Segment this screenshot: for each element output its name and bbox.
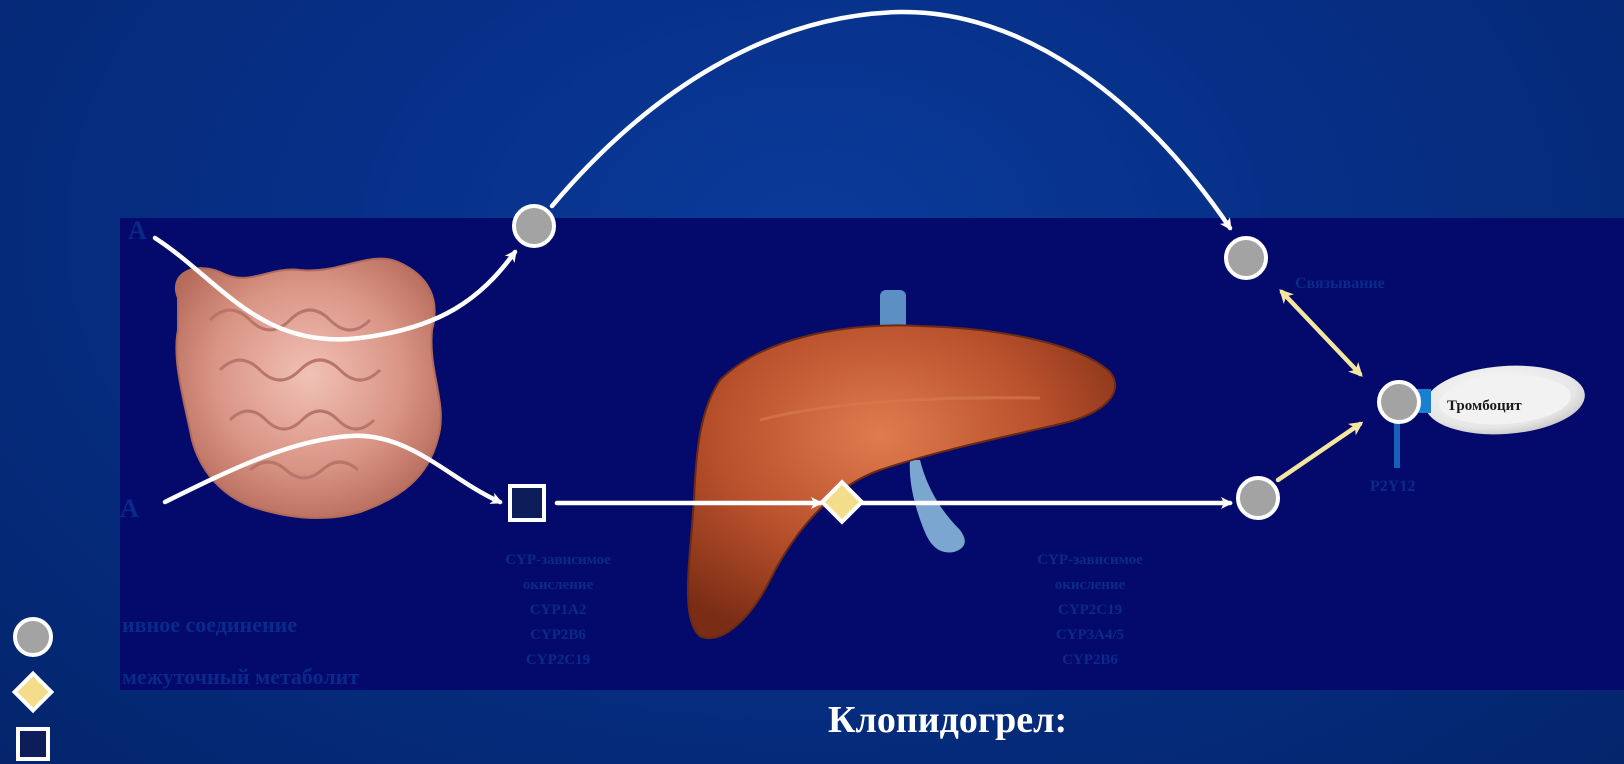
binding-label: Связывание bbox=[1295, 275, 1385, 293]
step2-enzymes: CYP-зависимое окисление CYP2C19 CYP3A4/5… bbox=[1005, 548, 1175, 673]
legend-diamond-icon bbox=[15, 674, 52, 711]
step2-line: CYP2C19 bbox=[1005, 598, 1175, 623]
legend-circle-icon bbox=[15, 619, 51, 655]
active-compound-gut bbox=[514, 206, 554, 246]
receptor-label: P2Y12 bbox=[1370, 478, 1415, 496]
step2-line: CYP3A4/5 bbox=[1005, 623, 1175, 648]
legend-intermediate-label: межуточный метаболит bbox=[122, 664, 359, 690]
step1-enzymes: CYP-зависимое окисление CYP1A2 CYP2B6 CY… bbox=[473, 548, 643, 673]
active-compound-upper bbox=[1226, 238, 1266, 278]
arrow-binding-single bbox=[1278, 424, 1360, 480]
step1-line: CYP-зависимое bbox=[473, 548, 643, 573]
platelet-label: Тромбоцит bbox=[1447, 398, 1522, 415]
step2-line: CYP-зависимое bbox=[1005, 548, 1175, 573]
active-compound-bound bbox=[1379, 382, 1419, 422]
active-compound-lower bbox=[1238, 478, 1278, 518]
cut-label-top: А bbox=[128, 216, 147, 246]
prodrug-square bbox=[510, 486, 544, 520]
step2-line: CYP2B6 bbox=[1005, 648, 1175, 673]
step1-line: окисление bbox=[473, 573, 643, 598]
legend-icons bbox=[15, 619, 52, 759]
step2-line: окисление bbox=[1005, 573, 1175, 598]
cut-label-mid: А bbox=[120, 494, 139, 524]
arrow-bypass-arc bbox=[552, 12, 1230, 228]
step1-line: CYP2B6 bbox=[473, 623, 643, 648]
step1-line: CYP2C19 bbox=[473, 648, 643, 673]
step1-line: CYP1A2 bbox=[473, 598, 643, 623]
binding-arrows bbox=[1278, 292, 1360, 480]
slide-title: Клопидогрел: bbox=[828, 698, 1067, 742]
legend-square-icon bbox=[18, 729, 48, 759]
legend-active-label: ивное соединение bbox=[122, 612, 297, 638]
arrow-binding-double bbox=[1282, 292, 1360, 374]
